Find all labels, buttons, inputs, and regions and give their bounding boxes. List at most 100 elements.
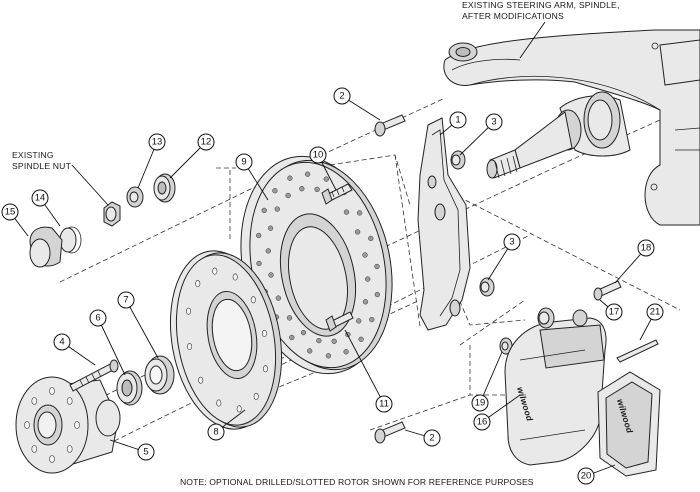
callout-20: 20 xyxy=(577,464,616,485)
callout-bubble xyxy=(207,423,225,441)
callout-number: 18 xyxy=(641,243,652,254)
rotor-bolt-11 xyxy=(325,311,354,332)
rotor-drill-hole xyxy=(323,176,329,182)
callout-bubble xyxy=(1,203,19,221)
hub-stud xyxy=(69,359,119,392)
steering-arm-caption-line2: AFTER MODIFICATIONS xyxy=(462,11,564,21)
callout-bubble xyxy=(471,394,489,412)
rotor-drill-hole xyxy=(300,329,307,336)
callout-bubble xyxy=(137,443,155,461)
rotor-drill-hole xyxy=(289,334,295,341)
callout-17: 17 xyxy=(599,299,623,321)
callout-bubble xyxy=(53,333,71,351)
callout-11: 11 xyxy=(344,329,393,413)
callout-19: 19 xyxy=(471,351,503,412)
callout-number: 9 xyxy=(241,157,246,168)
callout-9: 9 xyxy=(235,153,269,201)
callout-13: 13 xyxy=(137,133,166,189)
hub-stud-hole xyxy=(31,445,38,453)
callout-bubble xyxy=(117,291,135,309)
callout-bubble xyxy=(605,303,623,321)
callout-number: 7 xyxy=(123,295,128,306)
rotor-drill-hole xyxy=(354,229,361,235)
callout-number: 5 xyxy=(143,447,148,458)
rotor-bolt-10 xyxy=(321,183,353,205)
callout-bubble xyxy=(148,133,166,151)
hat-bolt-hole xyxy=(261,329,267,337)
rotor-drill-hole xyxy=(256,260,262,267)
callout-18: 18 xyxy=(614,239,655,284)
hat-bolt-hole xyxy=(198,376,204,384)
callout-number: 1 xyxy=(455,115,460,126)
callout-bubble xyxy=(309,146,327,164)
callout-12: 12 xyxy=(169,133,215,179)
rotor-drill-hole xyxy=(343,349,349,355)
rotor-drill-hole xyxy=(272,188,278,194)
hat-bolt-hole xyxy=(262,365,268,373)
callout-number: 12 xyxy=(201,137,212,148)
callout-7: 7 xyxy=(117,291,159,359)
hub-stud-hole xyxy=(66,445,73,453)
rotor-drill-hole xyxy=(374,263,380,270)
callout-10: 10 xyxy=(309,146,337,191)
callout-number: 11 xyxy=(379,399,389,410)
callout-number: 15 xyxy=(5,207,16,218)
rotor-drill-hole xyxy=(331,338,337,344)
hat-bolt-holes xyxy=(186,267,268,413)
rotor-drill-hole xyxy=(343,209,350,215)
hat-bolt-hole xyxy=(216,399,222,407)
hat-bolt-hole xyxy=(236,405,242,413)
callout-bubble xyxy=(485,113,503,131)
spacer-washers xyxy=(126,150,513,355)
callout-bubble xyxy=(197,133,215,151)
retaining-pin xyxy=(616,339,659,363)
callout-leader xyxy=(344,329,385,405)
rotor-drill-hole xyxy=(275,295,282,301)
spindle-nut-caption-line2: SPINDLE NUT xyxy=(12,161,72,171)
callout-number: 2 xyxy=(339,91,344,102)
rotor-drill-hole xyxy=(285,192,291,199)
wheel-hub xyxy=(15,376,121,474)
rotor-drill-hole xyxy=(307,348,313,354)
bracket-bolt-bottom xyxy=(374,421,406,444)
callout-number: 20 xyxy=(581,471,592,482)
rotor-drill-hole xyxy=(356,210,363,216)
caliper: wilwood xyxy=(504,307,607,466)
callout-3: 3 xyxy=(459,113,503,156)
callout-leader xyxy=(125,299,159,359)
callout-number: 6 xyxy=(95,313,100,324)
callout-bubble xyxy=(449,111,467,129)
hat-bolt-hole xyxy=(195,280,201,288)
rotor-drill-hole xyxy=(261,207,267,214)
callout-number: 10 xyxy=(313,150,324,161)
callout-bubble xyxy=(646,303,664,321)
hat-bolt-hole xyxy=(187,343,193,351)
callout-number: 3 xyxy=(509,237,514,248)
callout-bubble xyxy=(235,153,253,171)
steering-arm-spindle xyxy=(443,29,700,226)
callout-number: 8 xyxy=(213,427,218,438)
hat-bolt-hole xyxy=(232,273,238,281)
steering-arm-caption-line1: EXISTING STEERING ARM, SPINDLE, xyxy=(462,0,620,10)
hub-stud-hole xyxy=(31,397,38,405)
brake-pads: wilwood xyxy=(597,371,661,477)
callout-leader xyxy=(479,351,503,404)
callout-5: 5 xyxy=(109,439,155,461)
rotor-drill-hole xyxy=(268,272,274,278)
rotor-drill-hole xyxy=(368,235,374,242)
callout-bubble xyxy=(577,467,595,485)
rotor-drill-hole xyxy=(358,336,364,342)
caliper-bolt-18 xyxy=(593,280,622,301)
hub-stud-hole xyxy=(24,421,30,429)
callout-bubble xyxy=(423,429,441,447)
rotor-drill-hole xyxy=(365,276,371,282)
callout-3: 3 xyxy=(487,233,521,281)
hub-stud-holes xyxy=(24,387,80,463)
rotor-drill-hole xyxy=(274,206,280,212)
callout-number: 3 xyxy=(491,117,496,128)
callout-6: 6 xyxy=(89,309,126,376)
rotor-hat xyxy=(169,250,283,430)
hat-bolt-hole xyxy=(250,296,256,304)
callout-21: 21 xyxy=(639,303,664,341)
callout-bubble xyxy=(637,239,655,257)
